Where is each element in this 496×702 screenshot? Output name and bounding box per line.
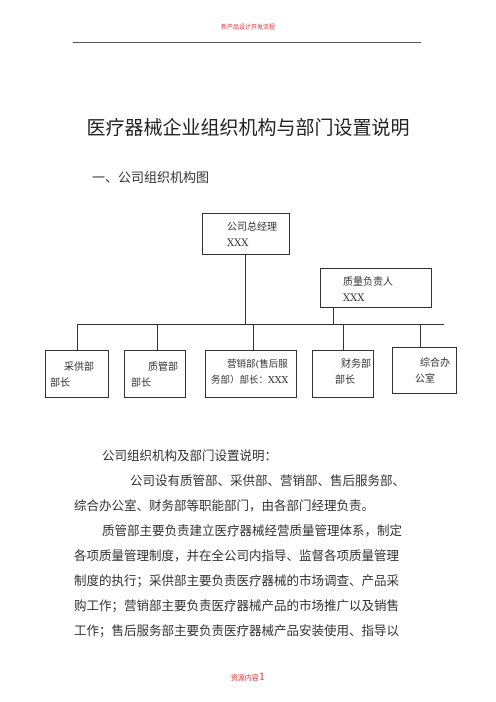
- dept-box-sales: 营销部(售后服 务部）部长：XXX: [205, 350, 297, 398]
- dept-label-5: 综合办: [420, 358, 450, 369]
- connector-dept-2: [157, 324, 158, 350]
- gm-title: 公司总经理: [227, 222, 277, 233]
- dept-label-2b: 部长: [131, 378, 151, 389]
- page-header: 新产品设计开发流程: [220, 24, 275, 31]
- connector-dept-5: [420, 324, 421, 347]
- document-title: 医疗器械企业组织机构与部门设置说明: [86, 117, 410, 139]
- connector-dept-4: [343, 324, 344, 350]
- paragraph-1: 公司设有质管部、采供部、营销部、售后服务部、 综合办公室、财务部等职能部门，由各…: [74, 468, 424, 518]
- dept-label-3b: 务部）部长：XXX: [211, 375, 289, 386]
- dept-label-5b: 公室: [415, 374, 435, 385]
- connector-qa: [333, 308, 334, 324]
- gm-box: 公司总经理 XXX: [202, 213, 290, 255]
- dept-label-1: 采供部: [64, 362, 94, 373]
- qa-name: XXX: [343, 293, 365, 304]
- p1-line1: 公司设有质管部、采供部、营销部、售后服务部、: [130, 473, 406, 488]
- dept-box-procurement: 采供部 部长: [45, 350, 109, 398]
- page-number: 1: [258, 672, 266, 683]
- p2-line1: 质管部主要负责建立医疗器械经营质量管理体系，制定: [102, 523, 403, 538]
- p2-line3: 制度的执行；采供部主要负责医疗器械的市场调查、产品采: [74, 573, 400, 588]
- connector-vertical-main: [245, 255, 246, 324]
- connector-horizontal: [77, 324, 444, 325]
- page-footer: 资源内容1: [0, 672, 496, 683]
- dept-label-4b: 部长: [335, 375, 355, 386]
- qa-box: 质量负责人 XXX: [320, 268, 432, 308]
- connector-dept-1: [77, 324, 78, 350]
- qa-title: 质量负责人: [343, 277, 393, 288]
- header-rule: [73, 42, 421, 43]
- section-heading: 一、公司组织机构图: [92, 171, 210, 186]
- dept-box-admin: 综合办 公室: [392, 347, 457, 394]
- dept-box-finance: 财务部 部长: [312, 350, 374, 398]
- paragraph-2: 质管部主要负责建立医疗器械经营质量管理体系，制定 各项质量管理制度，并在全公司内…: [74, 518, 424, 643]
- body-heading-text: 公司组织机构及部门设置说明：: [102, 448, 278, 463]
- p2-line2: 各项质量管理制度，并在全公司内指导、监督各项质量管理: [74, 548, 400, 563]
- body-heading: 公司组织机构及部门设置说明：: [102, 443, 452, 468]
- dept-box-quality: 质管部 部长: [124, 350, 186, 398]
- dept-label-4: 财务部: [341, 359, 371, 370]
- p2-line4: 购工作；营销部主要负责医疗器械产品的市场推广以及销售: [74, 598, 400, 613]
- gm-name: XXX: [227, 238, 249, 249]
- dept-label-1b: 部长: [50, 378, 70, 389]
- footer-text: 资源内容: [230, 674, 259, 682]
- p1-line2: 综合办公室、财务部等职能部门，由各部门经理负责。: [74, 498, 375, 513]
- connector-dept-3: [253, 324, 254, 350]
- dept-label-2: 质管部: [148, 362, 178, 373]
- p2-line5: 工作；售后服务部主要负责医疗器械产品安装使用、指导以: [74, 623, 400, 638]
- dept-label-3: 营销部(售后服: [227, 359, 288, 370]
